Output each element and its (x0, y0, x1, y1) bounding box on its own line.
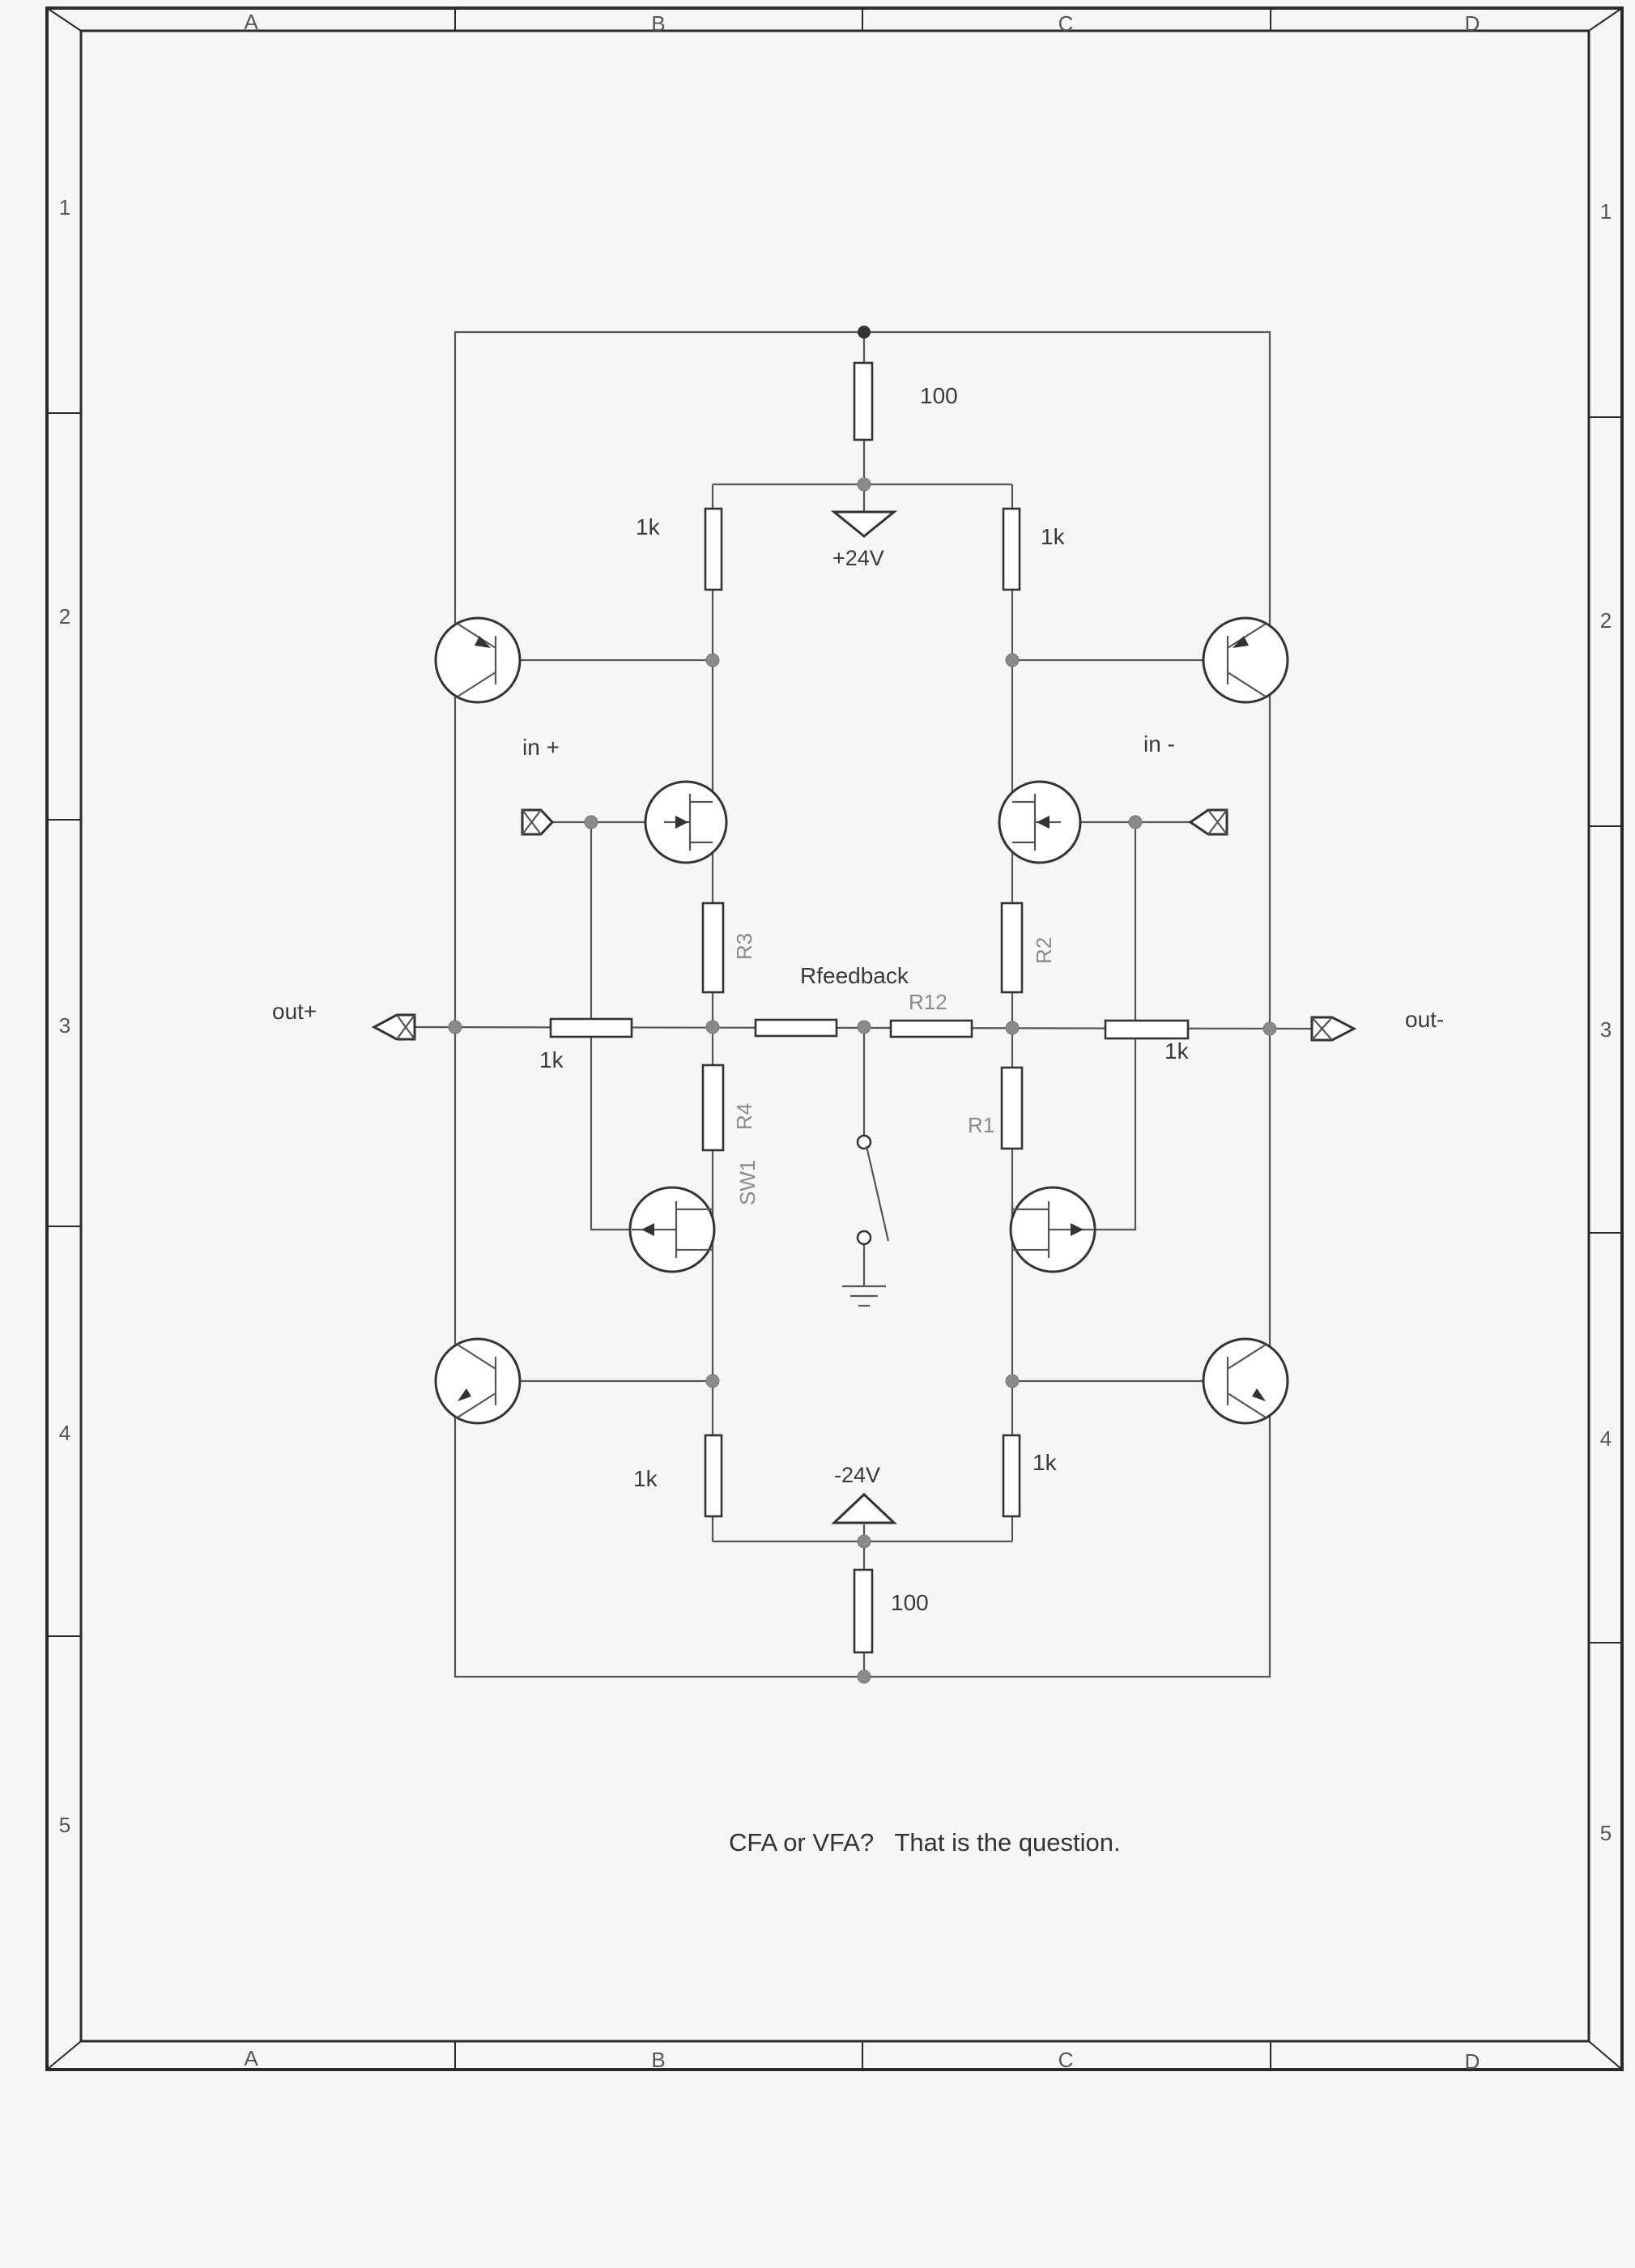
label-r12: R12 (909, 990, 947, 1014)
resistor-r-out-left (549, 1017, 633, 1038)
resistors (549, 361, 1190, 1654)
resistor-r2 (1000, 902, 1024, 994)
port-in-plus (521, 808, 555, 836)
label-out-minus: out- (1405, 1007, 1444, 1032)
row-label-4-right: 4 (1600, 1426, 1612, 1451)
col-label-d-bottom: D (1465, 2049, 1480, 2074)
label-vneg: -24V (834, 1463, 880, 1487)
resistor-r12 (889, 1019, 973, 1038)
label-r-out-left: 1k (539, 1047, 564, 1072)
bjt-q-top-left (434, 616, 522, 704)
resistor-r-bottom-right (1002, 1434, 1021, 1518)
row-label-5-left: 5 (59, 1813, 70, 1837)
row-label-5-right: 5 (1600, 1821, 1612, 1845)
jfet-top-left (644, 780, 728, 864)
label-r1: R1 (968, 1113, 994, 1137)
component-labels: 100 1k 1k +24V in + in - out+ out- 1k 1k… (272, 383, 1444, 1615)
port-in-minus (1188, 808, 1228, 836)
label-r4: R4 (732, 1103, 756, 1130)
row-label-4-left: 4 (59, 1421, 70, 1445)
bjt-q-top-right (1202, 616, 1289, 704)
resistor-r1 (1000, 1066, 1024, 1150)
col-label-a-top: A (244, 10, 258, 34)
label-r-top-left: 1k (636, 514, 661, 539)
resistor-r-top (853, 361, 874, 441)
resistor-rfeedback (754, 1018, 838, 1038)
row-label-2-left: 2 (59, 604, 70, 629)
col-label-d-top: D (1465, 11, 1480, 36)
row-label-1-right: 1 (1600, 199, 1612, 224)
top-terminal (858, 326, 871, 339)
col-label-b-top: B (651, 11, 665, 36)
junction-dots (448, 477, 1277, 1684)
resistor-r-out-right (1104, 1019, 1190, 1040)
jfet-top-right (998, 780, 1082, 864)
resistor-r4 (701, 1064, 725, 1152)
label-in-plus: in + (522, 735, 560, 760)
label-in-minus: in - (1143, 731, 1175, 757)
label-vpos: +24V (832, 546, 884, 570)
label-rfeedback: Rfeedback (800, 963, 909, 988)
switch-sw1 (856, 1134, 890, 1246)
label-r-out-right: 1k (1165, 1038, 1190, 1064)
label-sw1: SW1 (735, 1160, 760, 1205)
label-r-bottom-left: 1k (633, 1466, 658, 1491)
supply-neg-24v-symbol (831, 1492, 897, 1524)
jfet-bottom-left (628, 1186, 716, 1273)
row-label-3-right: 3 (1600, 1017, 1612, 1042)
row-label-2-right: 2 (1600, 608, 1612, 633)
supply-symbols (830, 326, 898, 1524)
resistor-r-bottom-left (704, 1434, 723, 1518)
port-out-plus (371, 1013, 416, 1041)
resistor-r-top-right (1002, 507, 1021, 591)
label-r-bottom-right: 1k (1033, 1450, 1058, 1475)
supply-pos-24v-symbol (830, 510, 898, 538)
col-label-b-bottom: B (651, 2048, 665, 2072)
resistor-r3 (701, 902, 725, 994)
resistor-r-bottom (853, 1568, 874, 1654)
drawing-frame: A B C D A B C D 1 2 3 4 5 1 2 3 4 5 (45, 6, 1624, 2074)
row-label-3-left: 3 (59, 1013, 70, 1038)
port-out-minus (1310, 1016, 1357, 1042)
label-out-plus: out+ (272, 999, 317, 1024)
bjt-q-bottom-right (1202, 1337, 1289, 1425)
caption: CFA or VFA? That is the question. (729, 1828, 1121, 1857)
label-r3: R3 (732, 933, 756, 960)
resistor-r-top-left (704, 507, 723, 591)
label-r-top: 100 (920, 383, 958, 408)
col-label-c-top: C (1058, 11, 1074, 36)
col-label-c-bottom: C (1058, 2048, 1074, 2072)
ground-symbol (842, 1285, 886, 1307)
label-r2: R2 (1032, 937, 1056, 964)
row-label-1-left: 1 (59, 195, 70, 220)
col-label-a-bottom: A (244, 2046, 258, 2070)
jfet-bottom-right (1009, 1186, 1096, 1273)
label-r-top-right: 1k (1041, 524, 1066, 549)
bjt-q-bottom-left (434, 1337, 522, 1425)
label-r-bottom: 100 (891, 1590, 929, 1615)
